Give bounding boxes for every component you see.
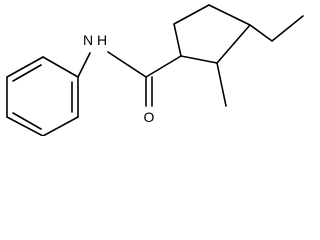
phenyl-double-bond-2 (12, 112, 42, 130)
phenyl-n-bond (77, 52, 91, 78)
ring-bond-3 (208, 4, 251, 26)
carbonyl-oxygen-label: O (144, 109, 155, 125)
ethyl-bond-1 (249, 24, 273, 42)
phenyl-bond-4 (42, 116, 79, 136)
cyclopentane-ring (173, 4, 251, 64)
ring-bond-1 (173, 23, 182, 57)
amide-hydrogen-label: H (97, 32, 107, 48)
n-carbonyl-bond (107, 51, 147, 78)
ethyl-bond-2 (271, 15, 304, 42)
methyl-bond (216, 62, 227, 107)
ring-bond-5 (180, 55, 218, 64)
molecule-structure: N H O (0, 0, 308, 136)
canvas-background (0, 0, 308, 136)
ring-bond-4 (216, 24, 251, 64)
carbonyl-ring-bond (145, 55, 182, 78)
phenyl-bond-3 (6, 116, 44, 136)
phenyl-bond-1 (6, 56, 44, 78)
phenyl-bond-6 (42, 56, 79, 78)
amide-nitrogen-label: N (83, 32, 93, 48)
ring-bond-2 (173, 4, 210, 25)
phenyl-ring (6, 56, 79, 136)
phenyl-double-bond-1 (12, 64, 42, 82)
